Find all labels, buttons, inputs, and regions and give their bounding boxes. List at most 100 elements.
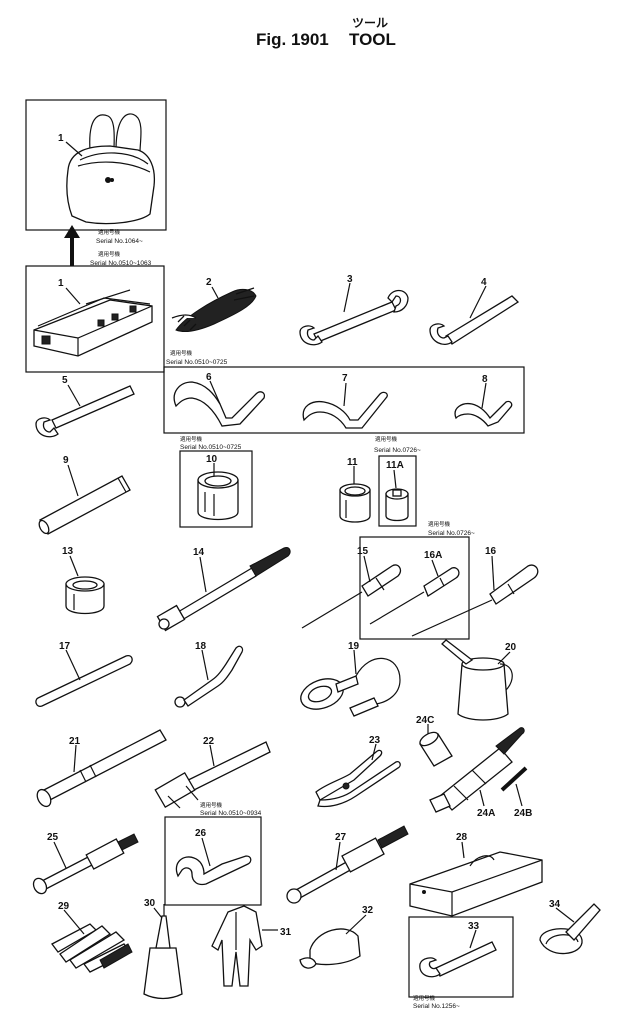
part-number: 24C [416, 715, 434, 726]
part-number: 16A [424, 550, 442, 561]
figure-title: TOOL [349, 30, 396, 49]
lever-18-icon [174, 645, 244, 708]
applicability-label: 適用号機 [200, 801, 223, 809]
tool-box-icon [33, 289, 153, 357]
extension-27-icon [286, 825, 409, 904]
pliers-23-icon [315, 749, 401, 808]
part-number: 21 [69, 736, 81, 747]
socket-11-icon [339, 483, 371, 523]
part-number: 24A [477, 808, 495, 819]
frame-bag [25, 99, 167, 231]
part-number: 3 [347, 274, 353, 285]
handle-14-icon [156, 547, 291, 632]
applicability-label: 適用号機 [428, 520, 451, 528]
part-number: 16 [485, 546, 497, 557]
up-arrow-icon [64, 225, 80, 266]
frame-screwdriver-16a [359, 536, 470, 640]
serial-note: Serial No.1256~ [413, 1003, 460, 1010]
part-number: 23 [369, 735, 381, 746]
grease-gun-24a-icon [429, 727, 525, 813]
hammer-22-icon [154, 741, 271, 809]
frame-toolbox [25, 265, 165, 373]
serial-note: Serial No.0726~ [428, 530, 475, 537]
nozzle-pipe-24b-icon [500, 766, 528, 792]
frame-adjustable-wrench [408, 916, 514, 998]
part-number: 15 [357, 546, 369, 557]
adjustable-wrench-33-icon [419, 941, 497, 978]
part-number: 28 [456, 832, 468, 843]
hook-wrench-26-icon [175, 855, 252, 886]
filter-wrench-34-icon [539, 903, 601, 955]
tool-case-28-icon [409, 851, 543, 917]
part-number-labels: 1 1 2 3 4 5 6 7 8 9 10 11 11A 13 14 15 1… [47, 133, 561, 938]
frame-socket-10 [179, 450, 253, 528]
frame-hook-wrenches [163, 366, 525, 434]
serial-note: Serial No.0510~0725 [180, 444, 242, 451]
frame-hook-wrench-26 [164, 816, 262, 906]
serial-note: Serial No.0726~ [374, 447, 421, 454]
part-number: 2 [206, 277, 212, 288]
part-number: 6 [206, 372, 212, 383]
socket-10-icon [197, 471, 239, 521]
oiler-30-icon [143, 904, 183, 1000]
bar-17-icon [35, 654, 133, 707]
part-number: 1 [58, 278, 64, 289]
part-number: 11 [347, 457, 358, 468]
applicability-label: 適用号機 [375, 435, 398, 443]
socket-13-icon [65, 576, 105, 615]
applicability-label: 適用号機 [98, 228, 121, 236]
serial-note: Serial No.1064~ [96, 238, 143, 245]
part-number: 9 [63, 455, 69, 466]
applicability-label: 適用号機 [170, 349, 193, 357]
screwdriver-15-icon [301, 564, 402, 629]
serial-note: Serial No.0510~0725 [166, 359, 228, 366]
leader-lines [53, 141, 575, 949]
part-number: 20 [505, 642, 517, 653]
part-number: 10 [206, 454, 218, 465]
bar-9-icon [38, 475, 131, 535]
wrench-icon [429, 295, 520, 345]
screwdriver-16-icon [411, 564, 539, 637]
part-number: 13 [62, 546, 74, 557]
applicability-label: 適用号機 [180, 435, 203, 443]
part-number: 7 [342, 373, 348, 384]
feeler-gauge-29-icon [51, 923, 133, 973]
applicability-label: 適用号機 [413, 994, 436, 1002]
part-number: 27 [335, 832, 347, 843]
part-number: 1 [58, 133, 64, 144]
serial-note: Serial No.0510~0934 [200, 810, 262, 817]
wrench-set-icon [171, 287, 257, 333]
applicability-label: 適用号機 [98, 250, 121, 258]
title-japanese: ツール [352, 16, 389, 30]
coveralls-31-icon [211, 905, 263, 987]
part-number: 32 [362, 905, 374, 916]
part-number: 31 [280, 927, 292, 938]
part-number: 8 [482, 374, 488, 385]
frame-socket-11a [378, 455, 417, 527]
part-number: 33 [468, 921, 480, 932]
serial-notes: 適用号機 Serial No.1064~ 適用号機 Serial No.0510… [90, 228, 475, 1010]
part-number: 17 [59, 641, 71, 652]
part-number: 26 [195, 828, 207, 839]
tool-bag-icon [66, 113, 156, 225]
oil-can-20-icon [441, 639, 513, 721]
hook-wrench-8-icon [454, 400, 513, 427]
part-number: 19 [348, 641, 360, 652]
screwdriver-16a-icon [369, 567, 460, 625]
part-number: 18 [195, 641, 207, 652]
part-number: 14 [193, 547, 205, 558]
part-number: 29 [58, 901, 70, 912]
part-number: 11A [386, 460, 404, 471]
nozzle-24c-icon [419, 731, 453, 767]
part-number: 34 [549, 899, 561, 910]
hook-wrench-7-icon [302, 391, 388, 429]
part-number: 25 [47, 832, 59, 843]
part-number: 22 [203, 736, 215, 747]
cap-32-icon [299, 928, 361, 969]
part-number: 5 [62, 375, 68, 386]
handle-21-icon [36, 729, 167, 808]
serial-note: Serial No.0510~1063 [90, 260, 152, 267]
funnel-19-icon [300, 657, 401, 717]
socket-11a-icon [385, 488, 409, 522]
hook-wrench-6-icon [173, 381, 266, 427]
